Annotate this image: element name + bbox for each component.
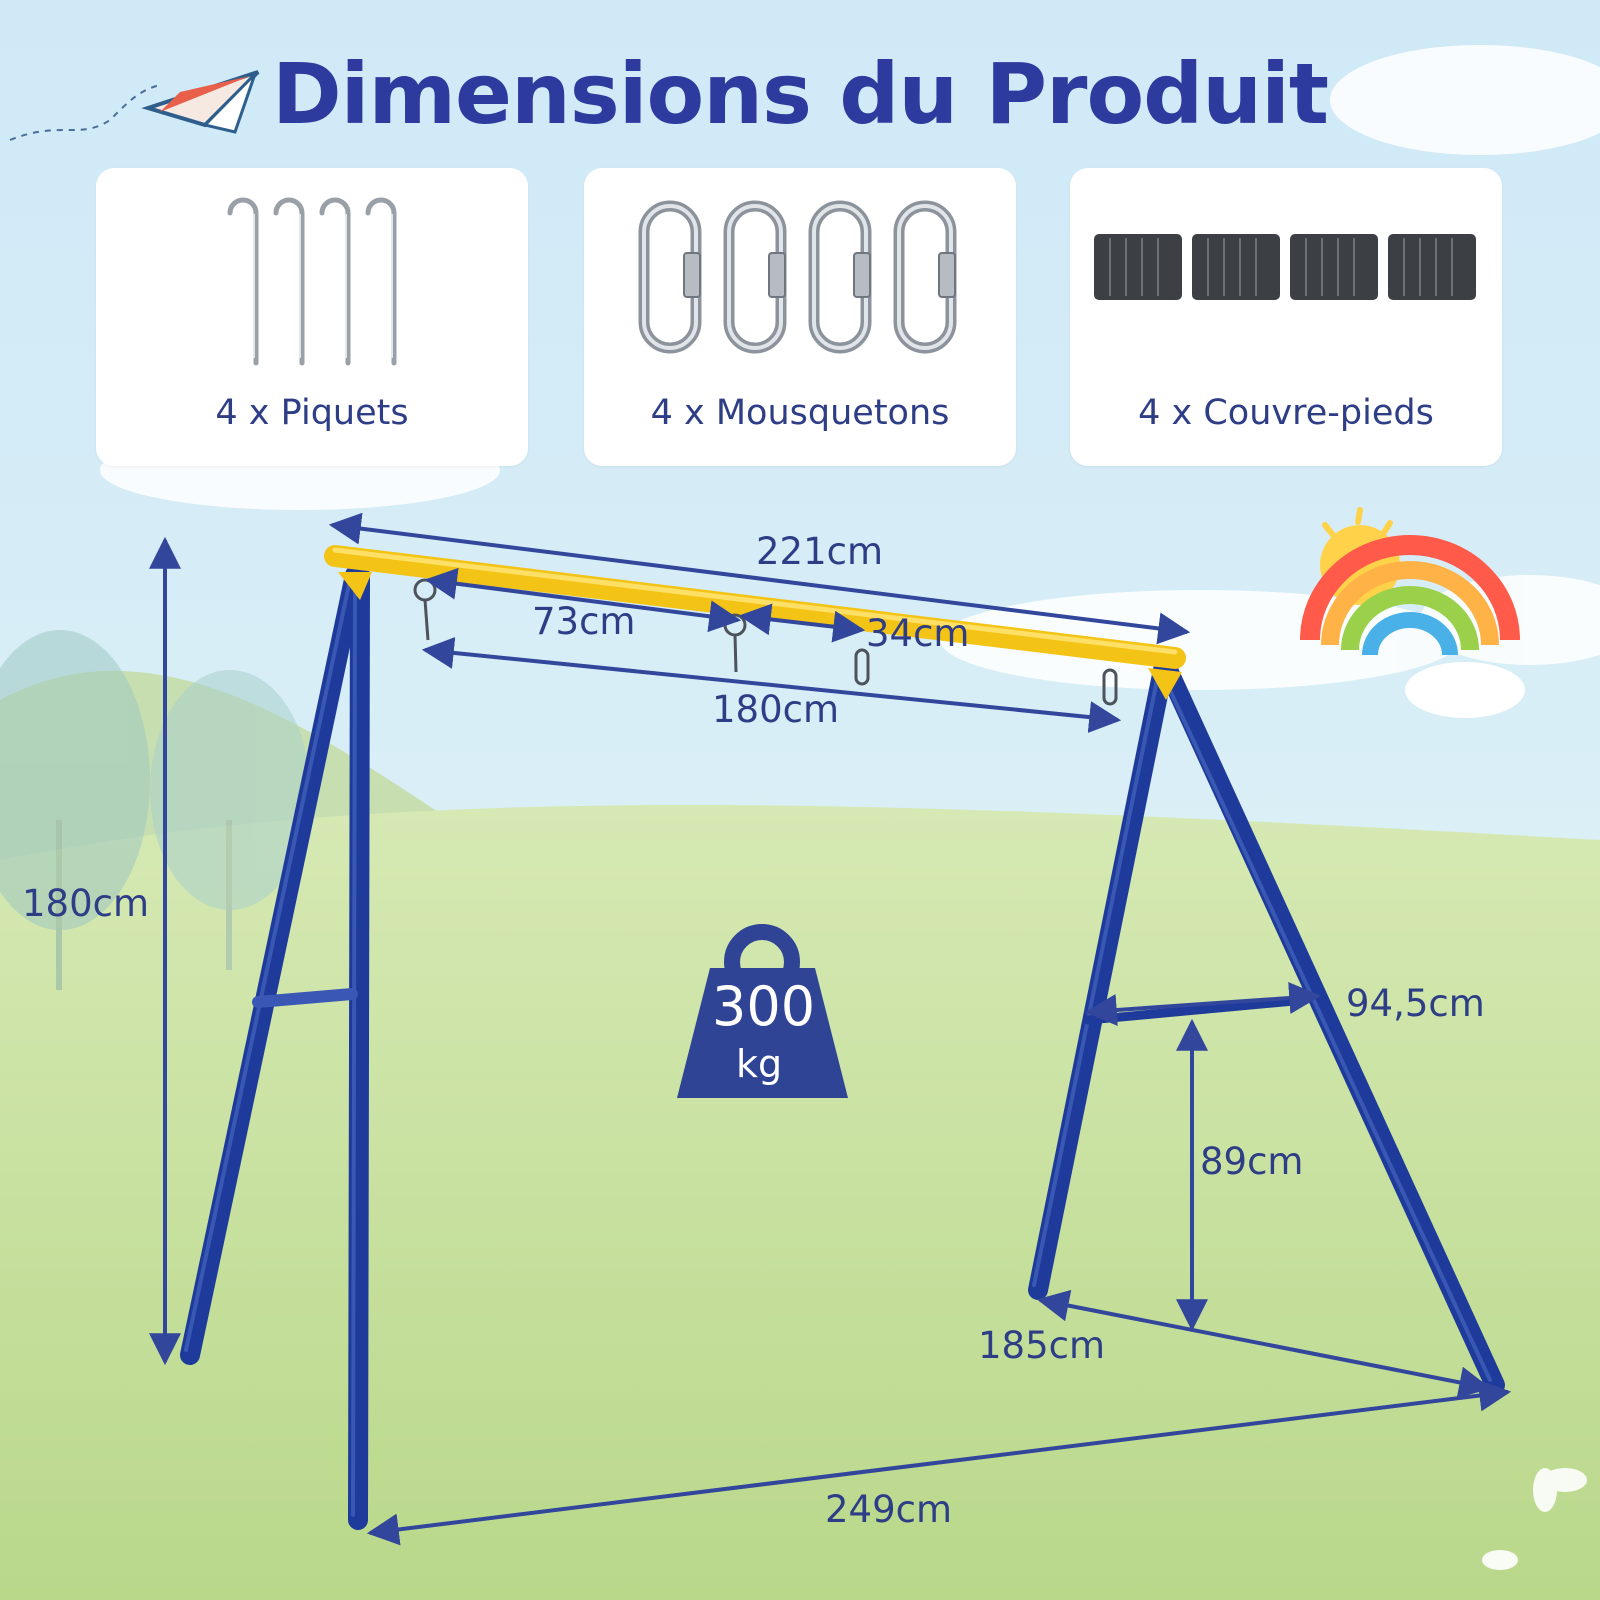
- dim-arrow-73: [424, 567, 742, 633]
- dim-arrow-185: [1036, 1289, 1492, 1399]
- label-crossbar-width: 94,5cm: [1346, 982, 1485, 1025]
- accessory-card-carabiners: 4 x Mousquetons: [584, 168, 1016, 466]
- label-side-depth: 185cm: [978, 1324, 1106, 1367]
- label-hook-spacing-center: 34cm: [866, 612, 970, 655]
- label-height: 180cm: [22, 882, 150, 925]
- dim-arrow-94: [1084, 982, 1322, 1026]
- accessory-label: 4 x Mousquetons: [650, 393, 950, 433]
- dim-arrow-34: [738, 603, 866, 643]
- label-hook-span: 180cm: [712, 688, 840, 731]
- paper-plane-icon: [9, 70, 260, 141]
- label-beam-length: 221cm: [756, 530, 884, 573]
- flower-icon: [1482, 1468, 1587, 1570]
- accessory-label: 4 x Piquets: [215, 393, 409, 433]
- frame-legs: [180, 565, 1505, 1530]
- dim-arrow-221: [328, 512, 1191, 645]
- weight-value: 300: [712, 975, 816, 1038]
- label-crossbar-height: 89cm: [1200, 1140, 1304, 1183]
- page-title: Dimensions du Produit: [271, 45, 1329, 143]
- foot-cover-icon: [1094, 234, 1476, 300]
- tree-icon: [0, 630, 310, 990]
- rainbow-icon: [1300, 507, 1525, 718]
- top-beam: [324, 545, 1186, 669]
- carabiner-icon: [638, 200, 957, 354]
- accessory-label: 4 x Couvre-pieds: [1138, 393, 1434, 433]
- stake-icon: [227, 197, 397, 366]
- dim-arrow-180-span: [421, 636, 1122, 734]
- label-hook-spacing-small: 73cm: [532, 600, 636, 643]
- side-crossbar: [252, 988, 358, 1008]
- weight-unit: kg: [736, 1042, 783, 1086]
- dim-arrow-249: [366, 1379, 1512, 1546]
- weight-icon: [677, 924, 848, 1098]
- accessory-card-stakes: 4 x Piquets: [96, 168, 528, 466]
- label-base-length: 249cm: [825, 1488, 953, 1531]
- accessory-card-foot-covers: 4 x Couvre-pieds: [1070, 168, 1502, 466]
